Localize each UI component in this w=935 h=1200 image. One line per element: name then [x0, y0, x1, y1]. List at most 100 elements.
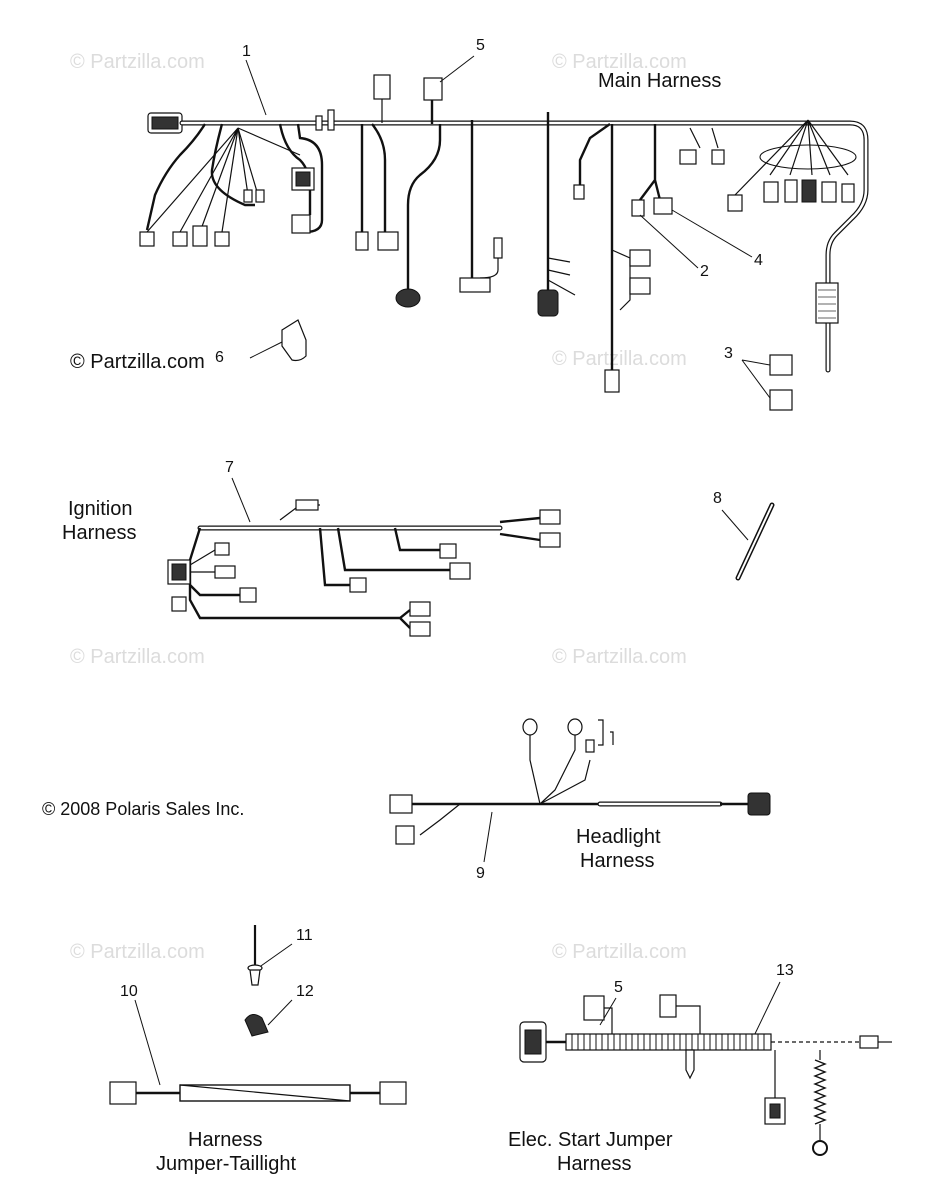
connector — [859, 1035, 879, 1049]
main-harness: Main Harness — [70, 37, 869, 411]
connector — [389, 794, 413, 814]
connector — [629, 249, 651, 267]
headlight-title-line1: Headlight — [576, 826, 661, 848]
watermark: © Partzilla.com — [70, 941, 205, 963]
connector — [841, 183, 855, 203]
callout-13: 13 — [776, 962, 794, 979]
relay-connector — [373, 74, 391, 100]
callout-9: 9 — [476, 865, 485, 882]
connector — [214, 231, 230, 247]
copyright-partzilla: © Partzilla.com — [70, 351, 205, 373]
connector — [493, 237, 503, 259]
connector — [769, 389, 793, 411]
relay — [423, 77, 443, 101]
elecstart-title-line2: Harness — [557, 1153, 631, 1175]
watermark: © Partzilla.com — [552, 646, 687, 668]
mounting-plate — [815, 282, 839, 324]
connector — [214, 542, 230, 556]
taillight-jumper-harness: 10 11 12 Harness Jumper-Taillight — [109, 925, 407, 1175]
connector — [629, 277, 651, 295]
connector — [395, 825, 415, 845]
connector — [539, 532, 561, 548]
elec-start-jumper-harness: 5 13 Elec. Start Jumper Harness — [508, 962, 892, 1175]
watermark: © Partzilla.com — [552, 941, 687, 963]
watermark: © Partzilla.com — [70, 51, 205, 73]
push-rivet — [249, 969, 261, 986]
connector — [537, 289, 559, 317]
taillight-title-line1: Harness — [188, 1129, 262, 1151]
main-harness-title: Main Harness — [598, 70, 721, 92]
connector — [784, 179, 798, 203]
connector — [459, 277, 491, 293]
ring-terminal — [812, 1140, 828, 1156]
callout-6: 6 — [215, 349, 224, 366]
connector — [377, 231, 399, 251]
connector — [172, 231, 188, 247]
copyright-polaris: © 2008 Polaris Sales Inc. — [42, 799, 244, 819]
connector — [567, 718, 583, 736]
connector — [291, 214, 311, 234]
connector — [109, 1081, 137, 1105]
connector — [409, 621, 431, 637]
part-8-tie: 8 — [713, 490, 775, 581]
connector — [801, 179, 817, 203]
connector — [522, 718, 538, 736]
callout-1: 1 — [242, 43, 251, 60]
connector — [679, 149, 697, 165]
callout-5: 5 — [614, 979, 623, 996]
connector — [763, 181, 779, 203]
connector — [151, 116, 179, 130]
elecstart-title-line1: Elec. Start Jumper — [508, 1129, 673, 1151]
connector — [539, 509, 561, 525]
connector — [747, 792, 771, 816]
callout-8: 8 — [713, 490, 722, 507]
connector — [171, 596, 187, 612]
connector — [214, 565, 236, 579]
connector — [409, 601, 431, 617]
coiled-lead — [813, 1059, 827, 1125]
connector — [573, 184, 585, 200]
connector — [349, 577, 367, 593]
connector — [727, 194, 743, 212]
connector — [653, 197, 673, 215]
connector — [659, 994, 677, 1018]
connector — [139, 231, 155, 247]
watermark: © Partzilla.com — [552, 348, 687, 370]
connector — [281, 319, 307, 362]
connector — [439, 543, 457, 559]
connector — [239, 587, 257, 603]
connector — [604, 369, 620, 393]
connector — [631, 199, 645, 217]
connector — [449, 562, 471, 580]
connector — [379, 1081, 407, 1105]
callout-7: 7 — [225, 459, 234, 476]
connector — [395, 288, 421, 308]
watermark: © Partzilla.com — [552, 51, 687, 73]
watermark: © Partzilla.com — [70, 646, 205, 668]
callout-2: 2 — [700, 263, 709, 280]
headlight-harness: © 2008 Polaris Sales Inc. Headlight Harn… — [42, 718, 771, 882]
ignition-title-line1: Ignition — [68, 498, 133, 520]
connector — [711, 149, 725, 165]
connector — [355, 231, 369, 251]
headlight-title-line2: Harness — [580, 850, 654, 872]
connector — [192, 225, 208, 247]
taillight-title-line2: Jumper-Taillight — [156, 1153, 296, 1175]
callout-12: 12 — [296, 983, 314, 1000]
callout-5: 5 — [476, 37, 485, 54]
ignition-title-line2: Harness — [62, 522, 136, 544]
relay — [583, 995, 605, 1021]
callout-3: 3 — [724, 345, 733, 362]
terminal — [255, 189, 265, 203]
connector — [769, 354, 793, 376]
callout-11: 11 — [296, 927, 313, 944]
terminal — [295, 499, 319, 511]
ignition-harness: Ignition Harness 7 — [62, 459, 561, 637]
callout-10: 10 — [120, 983, 138, 1000]
wire-clip — [244, 1014, 269, 1037]
callout-4: 4 — [754, 252, 763, 269]
terminal — [243, 189, 253, 203]
connector — [585, 739, 595, 753]
connector — [821, 181, 837, 203]
